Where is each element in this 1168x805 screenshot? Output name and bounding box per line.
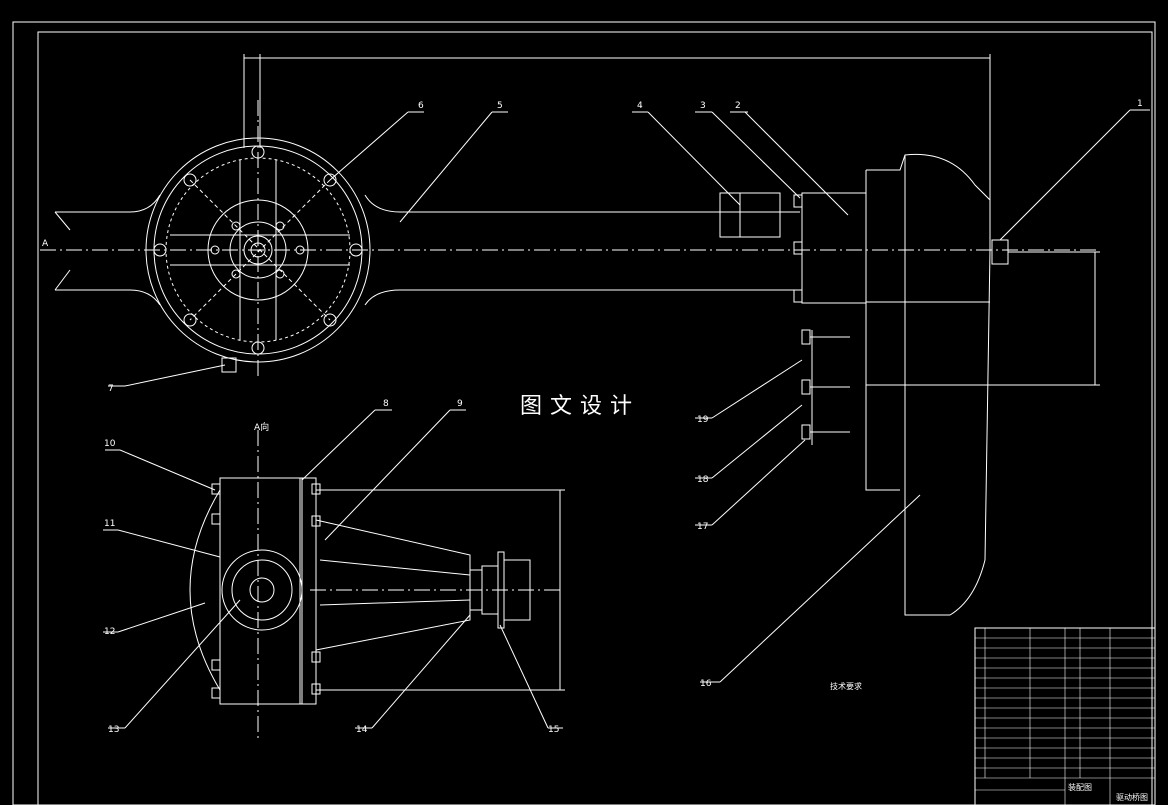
balloon-14: 14 [356,725,368,735]
balloon-12: 12 [104,627,115,637]
balloon-9: 9 [457,399,463,409]
section-label: A [42,239,49,249]
balloon-18: 18 [697,475,709,485]
balloon-11: 11 [104,519,115,529]
balloon-5: 5 [497,101,503,111]
balloon-19: 19 [697,415,709,425]
inner-frame [37,31,1153,805]
balloon-1: 1 [1137,99,1143,109]
outer-frame [12,21,1156,805]
balloon-3: 3 [700,101,706,111]
balloon-17: 17 [697,522,708,532]
balloon-13: 13 [108,725,119,735]
title-block-drawing-type: 装配图 [1068,783,1092,792]
balloon-7: 7 [108,384,114,394]
watermark-text: 图文设计 [520,394,641,419]
technical-requirements: 技术要求 [812,682,962,691]
tech-requirements-title: 技术要求 [830,682,862,691]
balloon-15: 15 [548,725,559,735]
balloon-16: 16 [700,679,712,689]
balloon-10: 10 [104,439,116,449]
balloon-4: 4 [637,101,643,111]
balloon-6: 6 [418,101,424,111]
balloon-8: 8 [383,399,389,409]
title-block-drawing-name: 驱动桥图 [1116,793,1148,802]
balloon-2: 2 [735,101,741,111]
view-label: A向 [254,421,269,433]
